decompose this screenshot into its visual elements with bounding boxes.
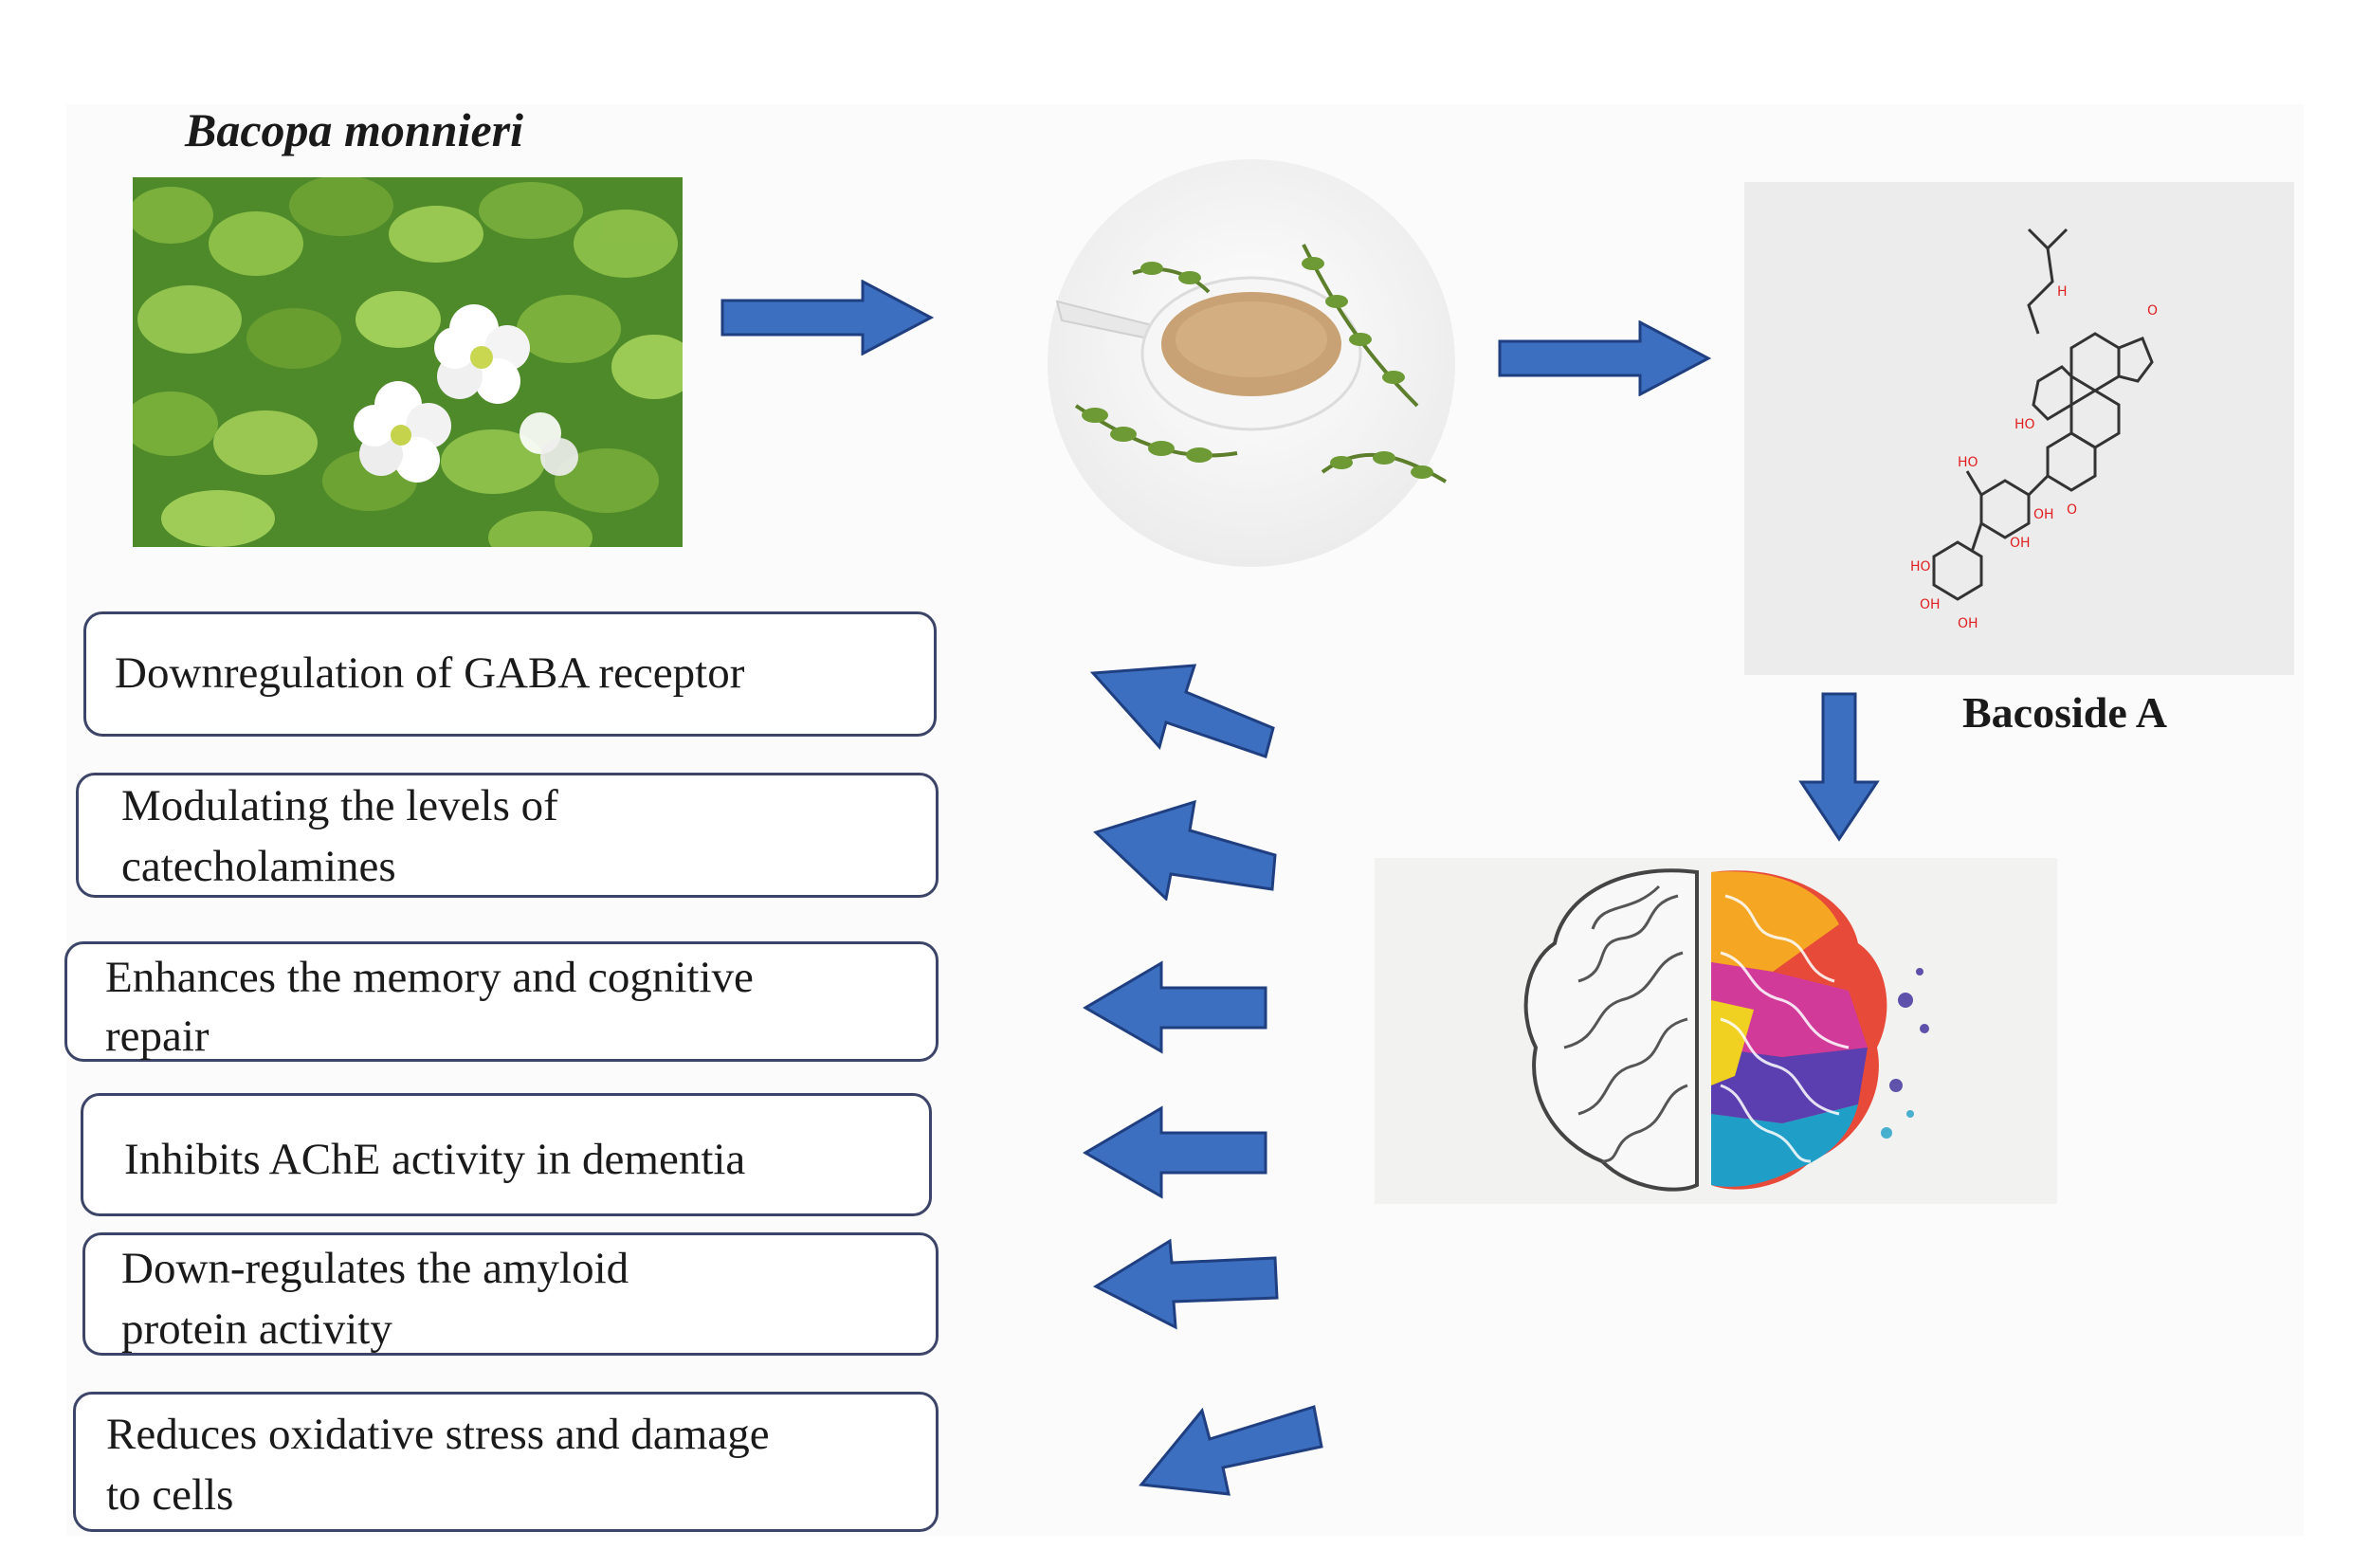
svg-text:H: H xyxy=(2057,284,2068,300)
svg-text:OH: OH xyxy=(1920,597,1941,612)
effect-box-catecholamines: Modulating the levels of catecholamines xyxy=(76,773,939,898)
plant-photo xyxy=(133,177,683,547)
arrow-to-effect-oxidative xyxy=(1139,1405,1323,1496)
effect-text-line2: protein activity xyxy=(121,1304,392,1354)
powder-photo xyxy=(1019,159,1484,567)
effect-box-gaba: Downregulation of GABA receptor xyxy=(83,611,937,737)
effect-box-memory: Enhances the memory and cognitive repair xyxy=(64,941,939,1062)
brain-illustration-icon xyxy=(1523,868,1929,1192)
effect-text-line1: Down-regulates the amyloid xyxy=(121,1244,629,1293)
effect-text-line1: Inhibits AChE activity in dementia xyxy=(124,1135,746,1184)
effect-text-line1: Modulating the levels of xyxy=(121,781,558,830)
arrow-to-effect-amyloid xyxy=(1092,1238,1279,1330)
brain-image xyxy=(1375,858,2057,1204)
compound-label: Bacoside A xyxy=(1962,688,2167,737)
effect-box-ache: Inhibits AChE activity in dementia xyxy=(81,1093,932,1216)
bacopa-powder-icon xyxy=(1048,159,1455,567)
svg-text:HO: HO xyxy=(1958,455,1978,470)
effect-text-line1: Downregulation of GABA receptor xyxy=(115,648,745,698)
effect-text-line1: Reduces oxidative stress and damage xyxy=(106,1410,770,1459)
arrow-to-effect-catecholamines xyxy=(1093,799,1277,901)
arrow-to-effect-gaba xyxy=(1089,664,1275,758)
svg-text:OH: OH xyxy=(2010,536,2031,551)
effect-text-line2: repair xyxy=(105,1012,210,1061)
arrow-powder-to-compound xyxy=(1498,320,1712,396)
effect-text-line2: catecholamines xyxy=(121,842,396,891)
svg-text:HO: HO xyxy=(2014,417,2035,432)
bacopa-plant-icon xyxy=(133,177,683,547)
flower-icon xyxy=(354,304,578,483)
effect-text-line1: Enhances the memory and cognitive xyxy=(105,953,754,1002)
plant-title: Bacopa monnieri xyxy=(185,103,523,156)
arrow-plant-to-powder xyxy=(720,280,935,356)
svg-text:O: O xyxy=(2067,502,2077,518)
svg-text:OH: OH xyxy=(1958,616,1978,631)
arrow-compound-to-brain xyxy=(1798,692,1880,842)
svg-text:HO: HO xyxy=(1910,559,1931,574)
arrow-to-effect-ache xyxy=(1083,1105,1267,1199)
svg-text:O: O xyxy=(2147,303,2158,319)
effect-box-amyloid: Down-regulates the amyloid protein activ… xyxy=(82,1232,939,1356)
arrow-to-effect-memory xyxy=(1083,960,1267,1054)
svg-text:OH: OH xyxy=(2033,507,2054,522)
compound-structure: O H HO HO OH O OH HO OH OH xyxy=(1744,182,2294,675)
bacoside-a-structure-icon: O H HO HO OH O OH HO OH OH xyxy=(1910,228,2158,631)
effect-text-line2: to cells xyxy=(106,1470,234,1520)
effect-box-oxidative: Reduces oxidative stress and damage to c… xyxy=(73,1392,939,1532)
